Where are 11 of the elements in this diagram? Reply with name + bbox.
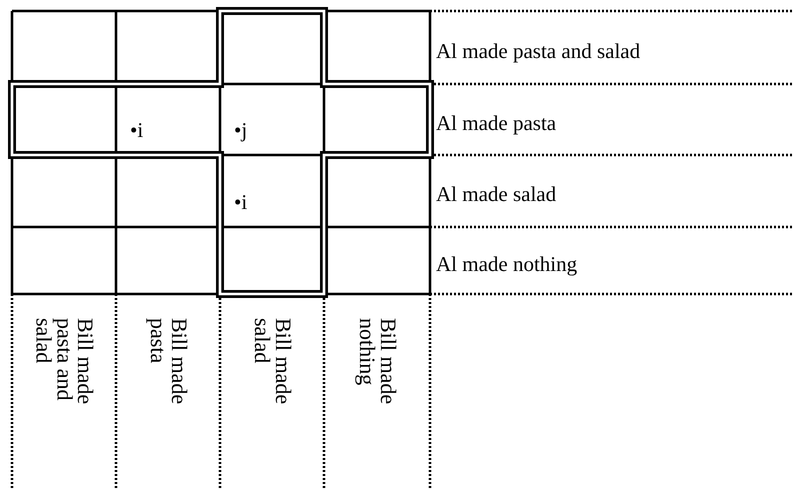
row-label: Al made salad [436, 184, 556, 205]
row-label: Al made pasta and salad [436, 40, 640, 62]
world-mark: •j [234, 120, 248, 141]
column-label: Bill made pasta and salad [32, 318, 96, 406]
column-label: Bill made nothing [356, 318, 398, 406]
world-mark: •i [130, 120, 144, 141]
row-label: Al made nothing [436, 254, 578, 274]
row-label: Al made pasta [436, 112, 556, 134]
column-label: Bill made salad [251, 318, 293, 406]
world-mark: •i [234, 192, 248, 213]
column-label: Bill made pasta [147, 318, 189, 406]
